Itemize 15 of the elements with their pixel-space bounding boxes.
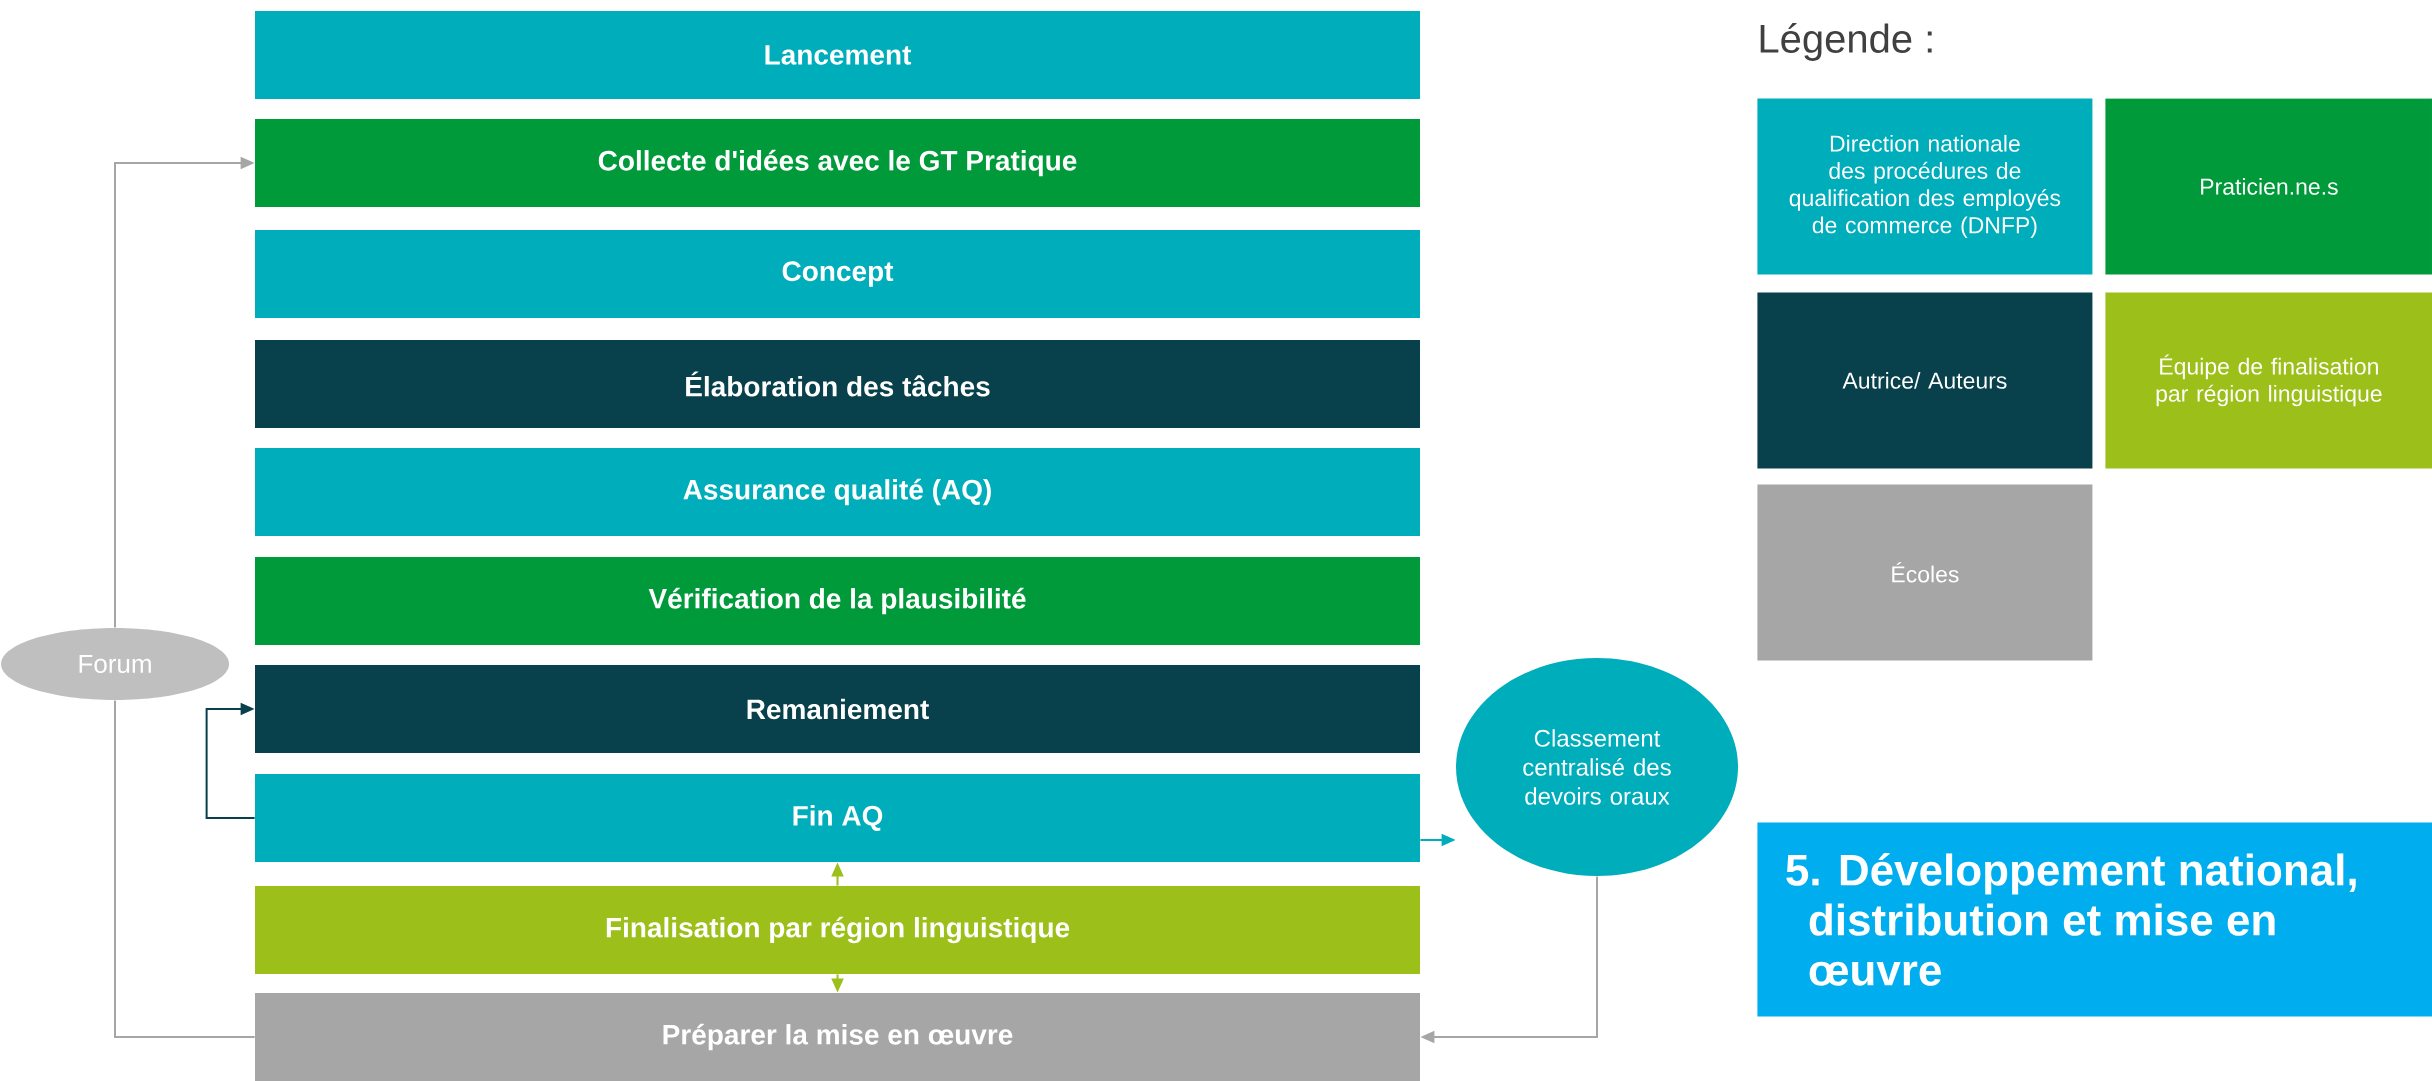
process-box: Finalisation par région linguistique	[255, 886, 1420, 974]
process-box: Préparer la mise en œuvre	[255, 993, 1420, 1081]
legend-heading: Légende :	[1760, 23, 1932, 61]
arrow	[205, 702, 256, 819]
process-box: Élaboration des tâches	[255, 340, 1420, 428]
ellipse-node: Classement centralisé des devoirs oraux	[1456, 658, 1738, 876]
process-box: Concept	[255, 230, 1420, 318]
ellipse-node: Forum	[1, 628, 229, 700]
process-box: Assurance qualité (AQ)	[255, 448, 1420, 536]
process-box: Vérification de la plausibilité	[255, 557, 1420, 645]
process-box: Remaniement	[255, 665, 1420, 753]
process-box: Fin AQ	[255, 774, 1420, 862]
title-banner: 5. Développement national, distribution et mise en œuvre	[1757, 822, 2432, 1017]
process-box: Collecte d'idées avec le GT Pratique	[255, 119, 1420, 207]
process-box: Lancement	[255, 11, 1420, 99]
